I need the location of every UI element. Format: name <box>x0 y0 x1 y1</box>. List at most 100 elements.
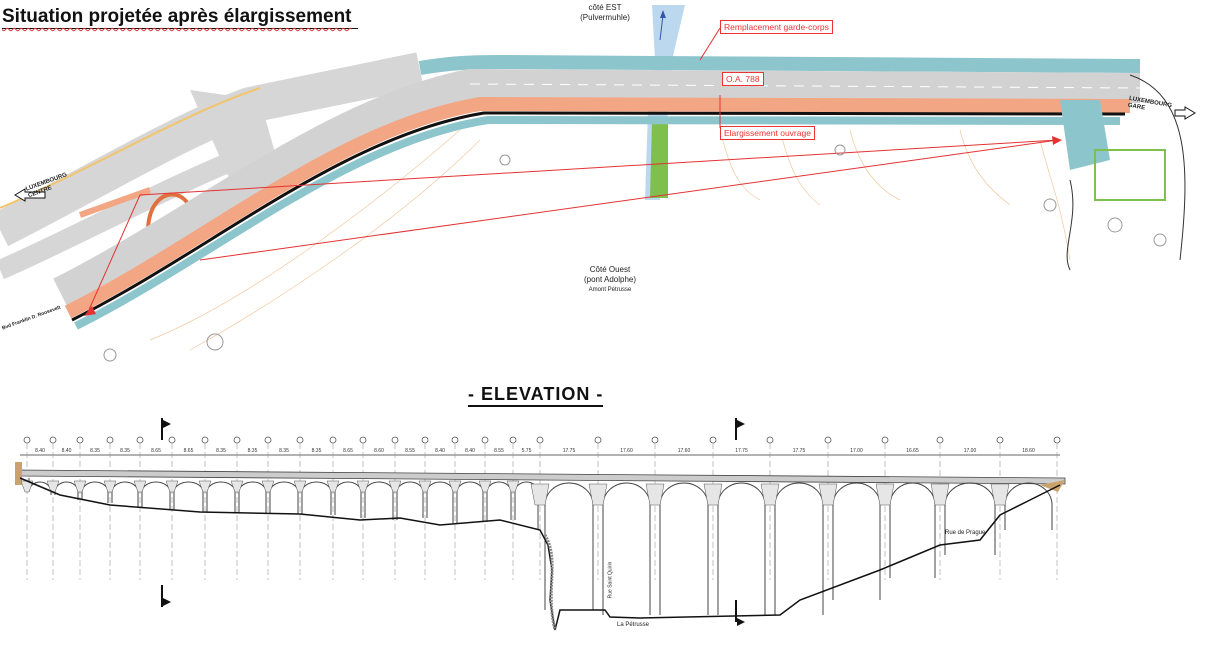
pier-head <box>165 480 179 493</box>
span-length-label: 8.40 <box>62 448 72 454</box>
arrow-left-icon <box>14 188 46 202</box>
pier-head <box>478 480 492 493</box>
axis-marker <box>106 436 114 580</box>
axis-marker <box>421 436 429 580</box>
span-length-label: 8.35 <box>216 448 226 454</box>
sidewalk-south <box>74 115 1121 330</box>
axis-marker <box>329 436 337 580</box>
arch <box>111 481 139 507</box>
axis-marker <box>936 436 944 580</box>
pier-head <box>506 480 520 493</box>
axis-marker <box>881 436 889 580</box>
span-length-label: 18.60 <box>1022 448 1035 454</box>
span-length-label: 17.75 <box>563 448 576 454</box>
arrow-right-icon <box>1174 106 1196 120</box>
axis-marker <box>136 436 144 580</box>
arch <box>717 482 766 615</box>
arch <box>206 481 236 513</box>
arch <box>269 481 299 514</box>
pier-head <box>20 480 34 493</box>
pier-head <box>875 483 895 506</box>
arch <box>774 482 824 615</box>
pier-head <box>103 480 117 493</box>
callout-widening: Elargissement ouvrage <box>720 126 815 140</box>
arch <box>334 481 362 518</box>
arch <box>426 481 454 523</box>
span-length-label: 17.00 <box>850 448 863 454</box>
pier-head <box>73 480 87 493</box>
axis-marker <box>996 436 1004 580</box>
parapet-line <box>71 111 1126 322</box>
label-rue-saint-quirin: Rue Saint Quirin <box>607 561 614 599</box>
east-side-label: côté EST (Pulvermuhle) <box>565 3 645 23</box>
span-length-label: 8.55 <box>494 448 504 454</box>
span-length-label: 8.40 <box>35 448 45 454</box>
carriageway <box>53 68 1141 306</box>
axis-marker <box>651 436 659 580</box>
span-length-label: 16.65 <box>906 448 919 454</box>
span-length-label: 17.75 <box>735 448 748 454</box>
pier-head <box>760 483 780 506</box>
span-length-label: 8.40 <box>435 448 445 454</box>
label-rue-de-prague: Rue de Prague <box>945 530 986 536</box>
span-length-label: 17.60 <box>620 448 633 454</box>
span-length-label: 17.00 <box>964 448 977 454</box>
arch <box>364 481 394 520</box>
pier-head <box>703 483 723 506</box>
axis-marker <box>233 436 241 580</box>
span-length-label: 8.35 <box>248 448 258 454</box>
span-length-label: 8.35 <box>312 448 322 454</box>
arch <box>944 482 996 555</box>
axis-marker <box>391 436 399 580</box>
west-side-label: Côté Ouest (pont Adolphe) Amont Pétrusse <box>560 265 660 295</box>
arch <box>486 481 512 522</box>
building-outline <box>1094 149 1166 201</box>
pier-head <box>356 480 370 493</box>
sidewalk-north <box>418 54 1141 75</box>
west-side-sub2: Amont Pétrusse <box>588 287 632 293</box>
axis-marker <box>481 436 489 580</box>
arch <box>173 481 204 512</box>
pier-head <box>261 480 275 493</box>
structure-ref: O.A. 788 <box>722 72 764 86</box>
trees <box>103 144 1167 362</box>
arch <box>301 481 332 515</box>
pier-head <box>645 483 665 506</box>
span-length-label: 8.40 <box>465 448 475 454</box>
pier-head <box>133 480 147 493</box>
arch <box>1004 482 1053 530</box>
axis-marker <box>49 436 57 580</box>
span-length-label: 8.65 <box>184 448 194 454</box>
arch <box>659 482 709 615</box>
axis-marker <box>359 436 367 580</box>
span-length-label: 8.35 <box>120 448 130 454</box>
arch <box>832 482 881 600</box>
span-length-label: 8.65 <box>151 448 161 454</box>
span-length-label: 8.60 <box>374 448 384 454</box>
span-length-label: 8.35 <box>90 448 100 454</box>
span-length-label: 17.60 <box>678 448 691 454</box>
arch <box>141 481 171 510</box>
west-side-sub: (pont Adolphe) <box>583 275 637 284</box>
arch <box>456 481 484 523</box>
abutment-right <box>1040 480 1065 492</box>
axis-marker <box>168 436 176 580</box>
elevation-view: 8.40 8.40 8.35 8.35 8.65 8.65 8.35 8.35 8.35 8.35… <box>15 418 1066 631</box>
axis-marker <box>76 436 84 580</box>
elevation-title: - ELEVATION - <box>468 384 604 407</box>
east-side-sub: (Pulvermuhle) <box>580 13 630 22</box>
axis-marker <box>766 436 774 580</box>
widening-band <box>64 96 1131 319</box>
page-title: Situation projetée après élargissement <box>2 6 358 29</box>
pier-head <box>930 483 950 506</box>
pier-head <box>293 480 307 493</box>
callout-railing: Remplacement garde-corps <box>720 20 833 34</box>
axis-marker <box>824 436 832 580</box>
span-length-label: 8.35 <box>279 448 289 454</box>
pier-head <box>198 480 212 493</box>
pier-head <box>588 483 608 506</box>
axis-marker <box>536 436 544 580</box>
pier-head <box>818 483 838 506</box>
pier-head <box>326 480 340 493</box>
